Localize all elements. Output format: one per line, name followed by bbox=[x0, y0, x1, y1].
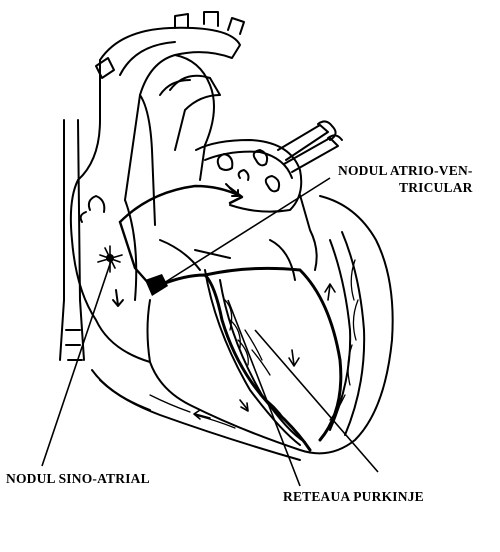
flow-arrows bbox=[193, 283, 336, 420]
right-atrium bbox=[69, 179, 151, 363]
conduction-bundle bbox=[158, 266, 343, 452]
purkinje-label: RETEAUA PURKINJE bbox=[283, 489, 424, 504]
leader-lines bbox=[41, 177, 379, 487]
av-node-label-line2: TRICULAR bbox=[398, 180, 473, 195]
pulmonary-trunk bbox=[159, 74, 221, 181]
ventricles bbox=[91, 194, 394, 461]
left-atrium bbox=[195, 139, 303, 213]
av-node-label-line1: NODUL ATRIO-VEN- bbox=[338, 163, 473, 178]
sa-node-dot bbox=[106, 254, 114, 262]
aorta bbox=[95, 11, 245, 226]
pulmonary-veins bbox=[277, 120, 343, 173]
sa-node-label: NODUL SINO-ATRIAL bbox=[6, 471, 150, 486]
purkinje-fibres bbox=[149, 259, 359, 429]
impulse-arrow bbox=[118, 184, 244, 287]
av-node-label: NODUL ATRIO-VEN- TRICULAR bbox=[338, 162, 473, 196]
av-node-mark bbox=[145, 274, 168, 296]
vena-cava bbox=[59, 59, 101, 361]
